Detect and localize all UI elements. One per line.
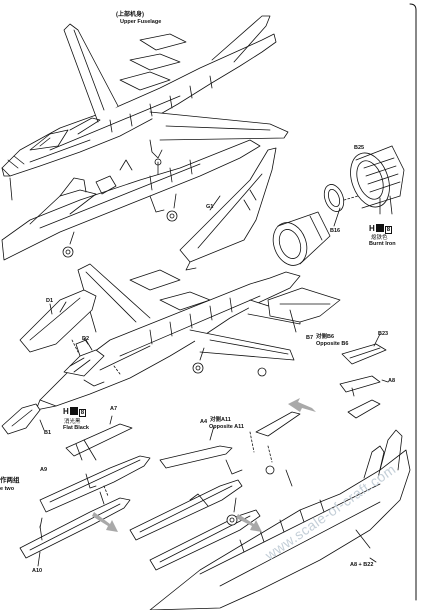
callout-b25: B25 <box>354 145 365 151</box>
callout-a8-upper: A8 <box>388 378 396 384</box>
main-fuselage-assembly <box>36 264 326 410</box>
exhaust-nozzle-b25 <box>344 146 404 212</box>
opposite-b6-label-en: Opposite B6 <box>316 341 349 347</box>
callout-d1: D1 <box>46 298 54 304</box>
paint-prefix: H <box>63 407 69 416</box>
paint-code-number: 8 <box>384 226 393 234</box>
callout-b23: B23 <box>378 331 389 337</box>
callout-g1: G1 <box>206 204 214 210</box>
part-a7 <box>66 424 132 460</box>
part-a8-upper <box>340 376 380 396</box>
lower-right-fuselage <box>150 430 410 610</box>
flat-black-label-en: Flat Black <box>63 425 89 431</box>
make-two-label-cn: 作两组 <box>0 477 20 484</box>
paint-code-number: 8 <box>78 409 87 417</box>
opposite-a11-label-en: Opposite A11 <box>209 424 244 430</box>
fuel-tank-lower <box>20 498 130 558</box>
callout-b1: B1 <box>44 430 52 436</box>
upper-fuselage-label-en: Upper Fuselage <box>120 19 162 25</box>
opposite-a11-label-cn: 对侧A11 <box>210 417 231 423</box>
part-b7 <box>268 288 340 322</box>
callout-a7: A7 <box>110 406 118 412</box>
missile-center <box>130 480 242 540</box>
nozzle-ring-part <box>321 182 347 214</box>
callout-a10: A10 <box>32 568 43 574</box>
exhaust-b16 <box>267 212 330 270</box>
upper-fuselage-part <box>2 16 288 200</box>
flat-black-label-cn: 消光黑 <box>64 419 81 425</box>
vertical-tail-g1 <box>180 148 276 270</box>
nose-cone-b1 <box>2 404 40 434</box>
callout-a8-b22: A8 + B22 <box>350 562 374 568</box>
part-d1 <box>20 290 96 352</box>
paint-swatch-icon <box>375 224 384 232</box>
assembly-arrows <box>92 398 316 532</box>
burnt-iron-label-en: Burnt Iron <box>369 241 396 247</box>
callout-d2: D2 <box>82 336 90 342</box>
callout-a9: A9 <box>40 467 48 473</box>
burnt-iron-label-cn: 熄铁色 <box>371 235 388 241</box>
part-a11 <box>256 412 300 436</box>
lower-fuselage-part-1 <box>2 140 260 260</box>
part-a4 <box>160 446 232 468</box>
callout-b16: B16 <box>330 228 341 234</box>
opposite-b6-label-cn: 对侧B6 <box>316 334 335 340</box>
part-b23 <box>342 344 386 364</box>
upper-fuselage-label-cn: (上部机身) <box>116 12 144 18</box>
paint-prefix: H <box>369 224 375 233</box>
callout-b7: B7 <box>306 335 314 341</box>
callout-a4: A4 <box>200 419 208 425</box>
make-two-label-en: e two <box>0 486 15 492</box>
paint-swatch-icon <box>69 407 78 415</box>
fuel-tank-upper <box>40 456 150 512</box>
